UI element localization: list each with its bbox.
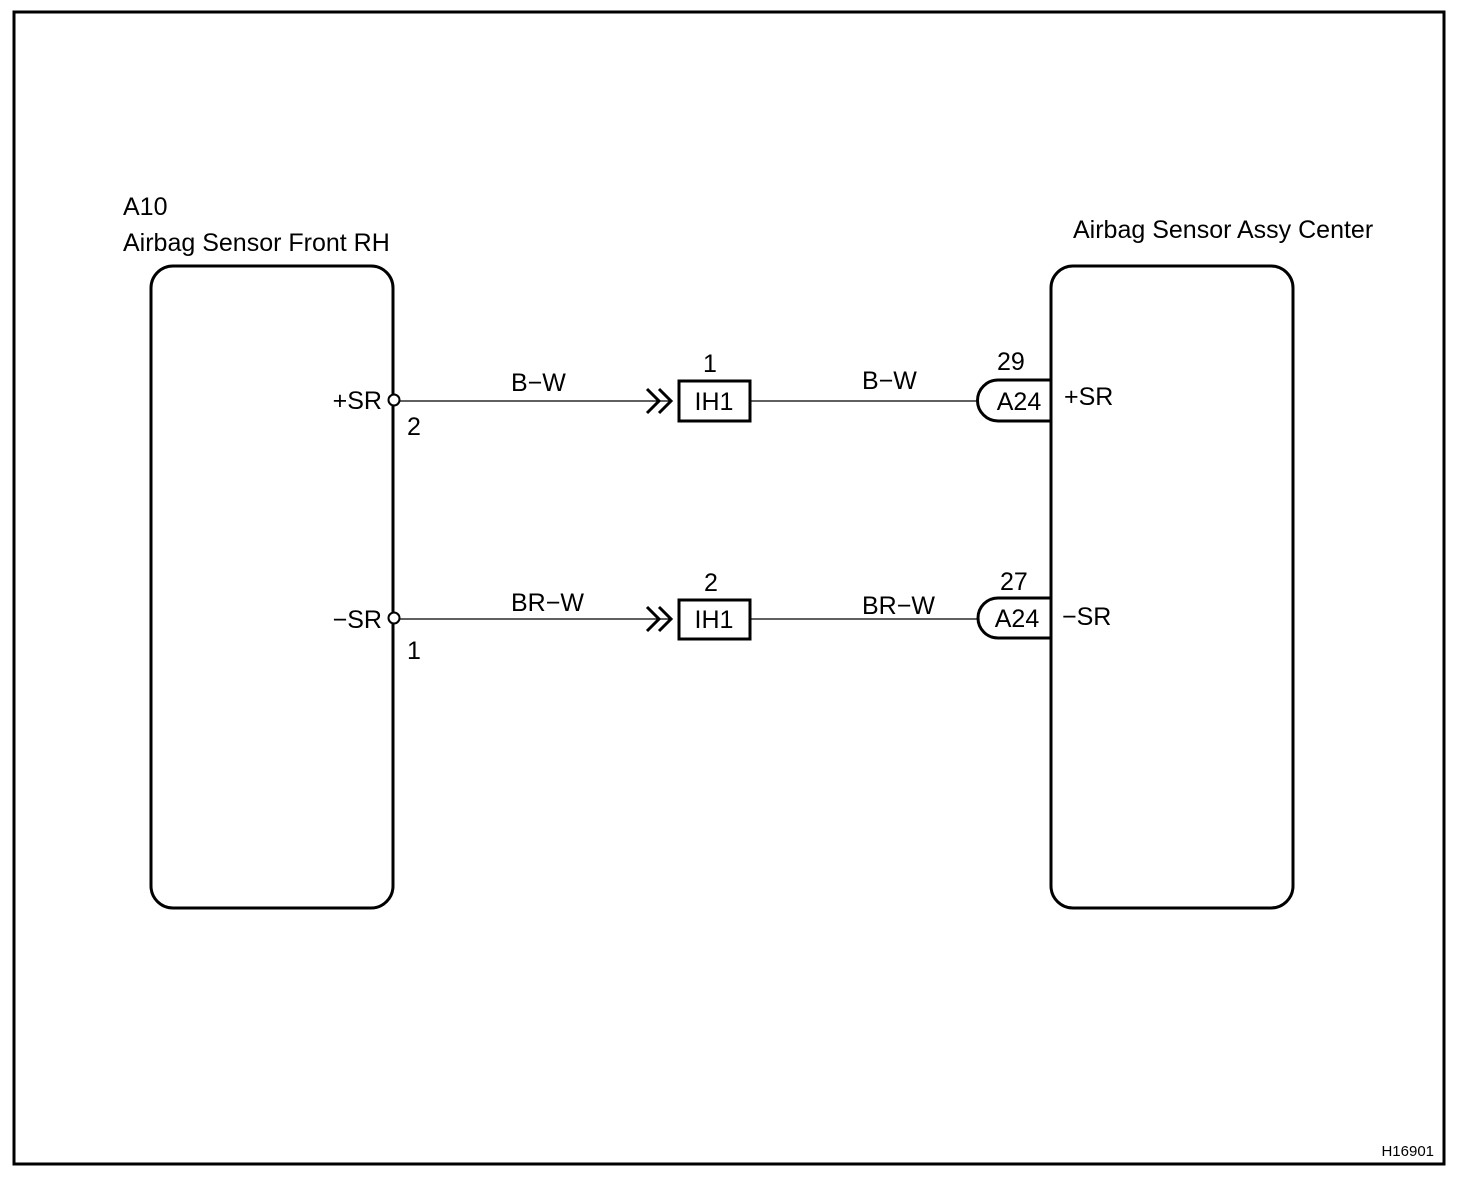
left-terminal-label: −SR bbox=[333, 606, 382, 634]
left-terminal-pin: 2 bbox=[407, 413, 421, 441]
right-terminal-pin: 29 bbox=[997, 348, 1025, 376]
wire-color-label: B−W bbox=[511, 369, 566, 397]
left-component-box bbox=[149, 264, 395, 910]
connector-chevron-icon bbox=[645, 387, 674, 415]
right-terminal-label: +SR bbox=[1064, 383, 1113, 411]
connector-oval bbox=[976, 378, 1051, 423]
terminal-dot bbox=[387, 611, 401, 625]
junction-pin: 1 bbox=[703, 350, 717, 378]
right-component-box bbox=[1049, 264, 1295, 910]
diagram-frame bbox=[12, 10, 1446, 1166]
wire-color-label: BR−W bbox=[511, 589, 584, 617]
right-terminal-pin: 27 bbox=[1000, 568, 1028, 596]
figure-id: H16901 bbox=[1381, 1143, 1434, 1160]
junction-pin: 2 bbox=[704, 569, 718, 597]
left-component-code: A10 bbox=[123, 193, 167, 221]
right-terminal-label: −SR bbox=[1062, 603, 1111, 631]
junction-label: IH1 bbox=[695, 388, 734, 416]
wire-color-label: BR−W bbox=[862, 592, 935, 620]
left-terminal-pin: 1 bbox=[407, 637, 421, 665]
left-terminal-label: +SR bbox=[333, 387, 382, 415]
terminal-dot bbox=[387, 393, 401, 407]
junction-label: IH1 bbox=[695, 606, 734, 634]
right-component-name: Airbag Sensor Assy Center bbox=[1073, 216, 1373, 244]
connector-chevron-icon bbox=[645, 605, 674, 633]
connector-oval bbox=[976, 596, 1051, 640]
left-component-name: Airbag Sensor Front RH bbox=[123, 229, 390, 257]
wire-minus-sr: −SR 1 BR−W 2 IH1 BR−W 27 A24 −SR bbox=[333, 568, 1112, 665]
right-connector-label: A24 bbox=[995, 605, 1040, 633]
wire-color-label: B−W bbox=[862, 367, 917, 395]
wire-plus-sr: +SR 2 B−W 1 IH1 B−W 29 A24 +SR bbox=[333, 348, 1114, 441]
right-connector-label: A24 bbox=[997, 388, 1042, 416]
